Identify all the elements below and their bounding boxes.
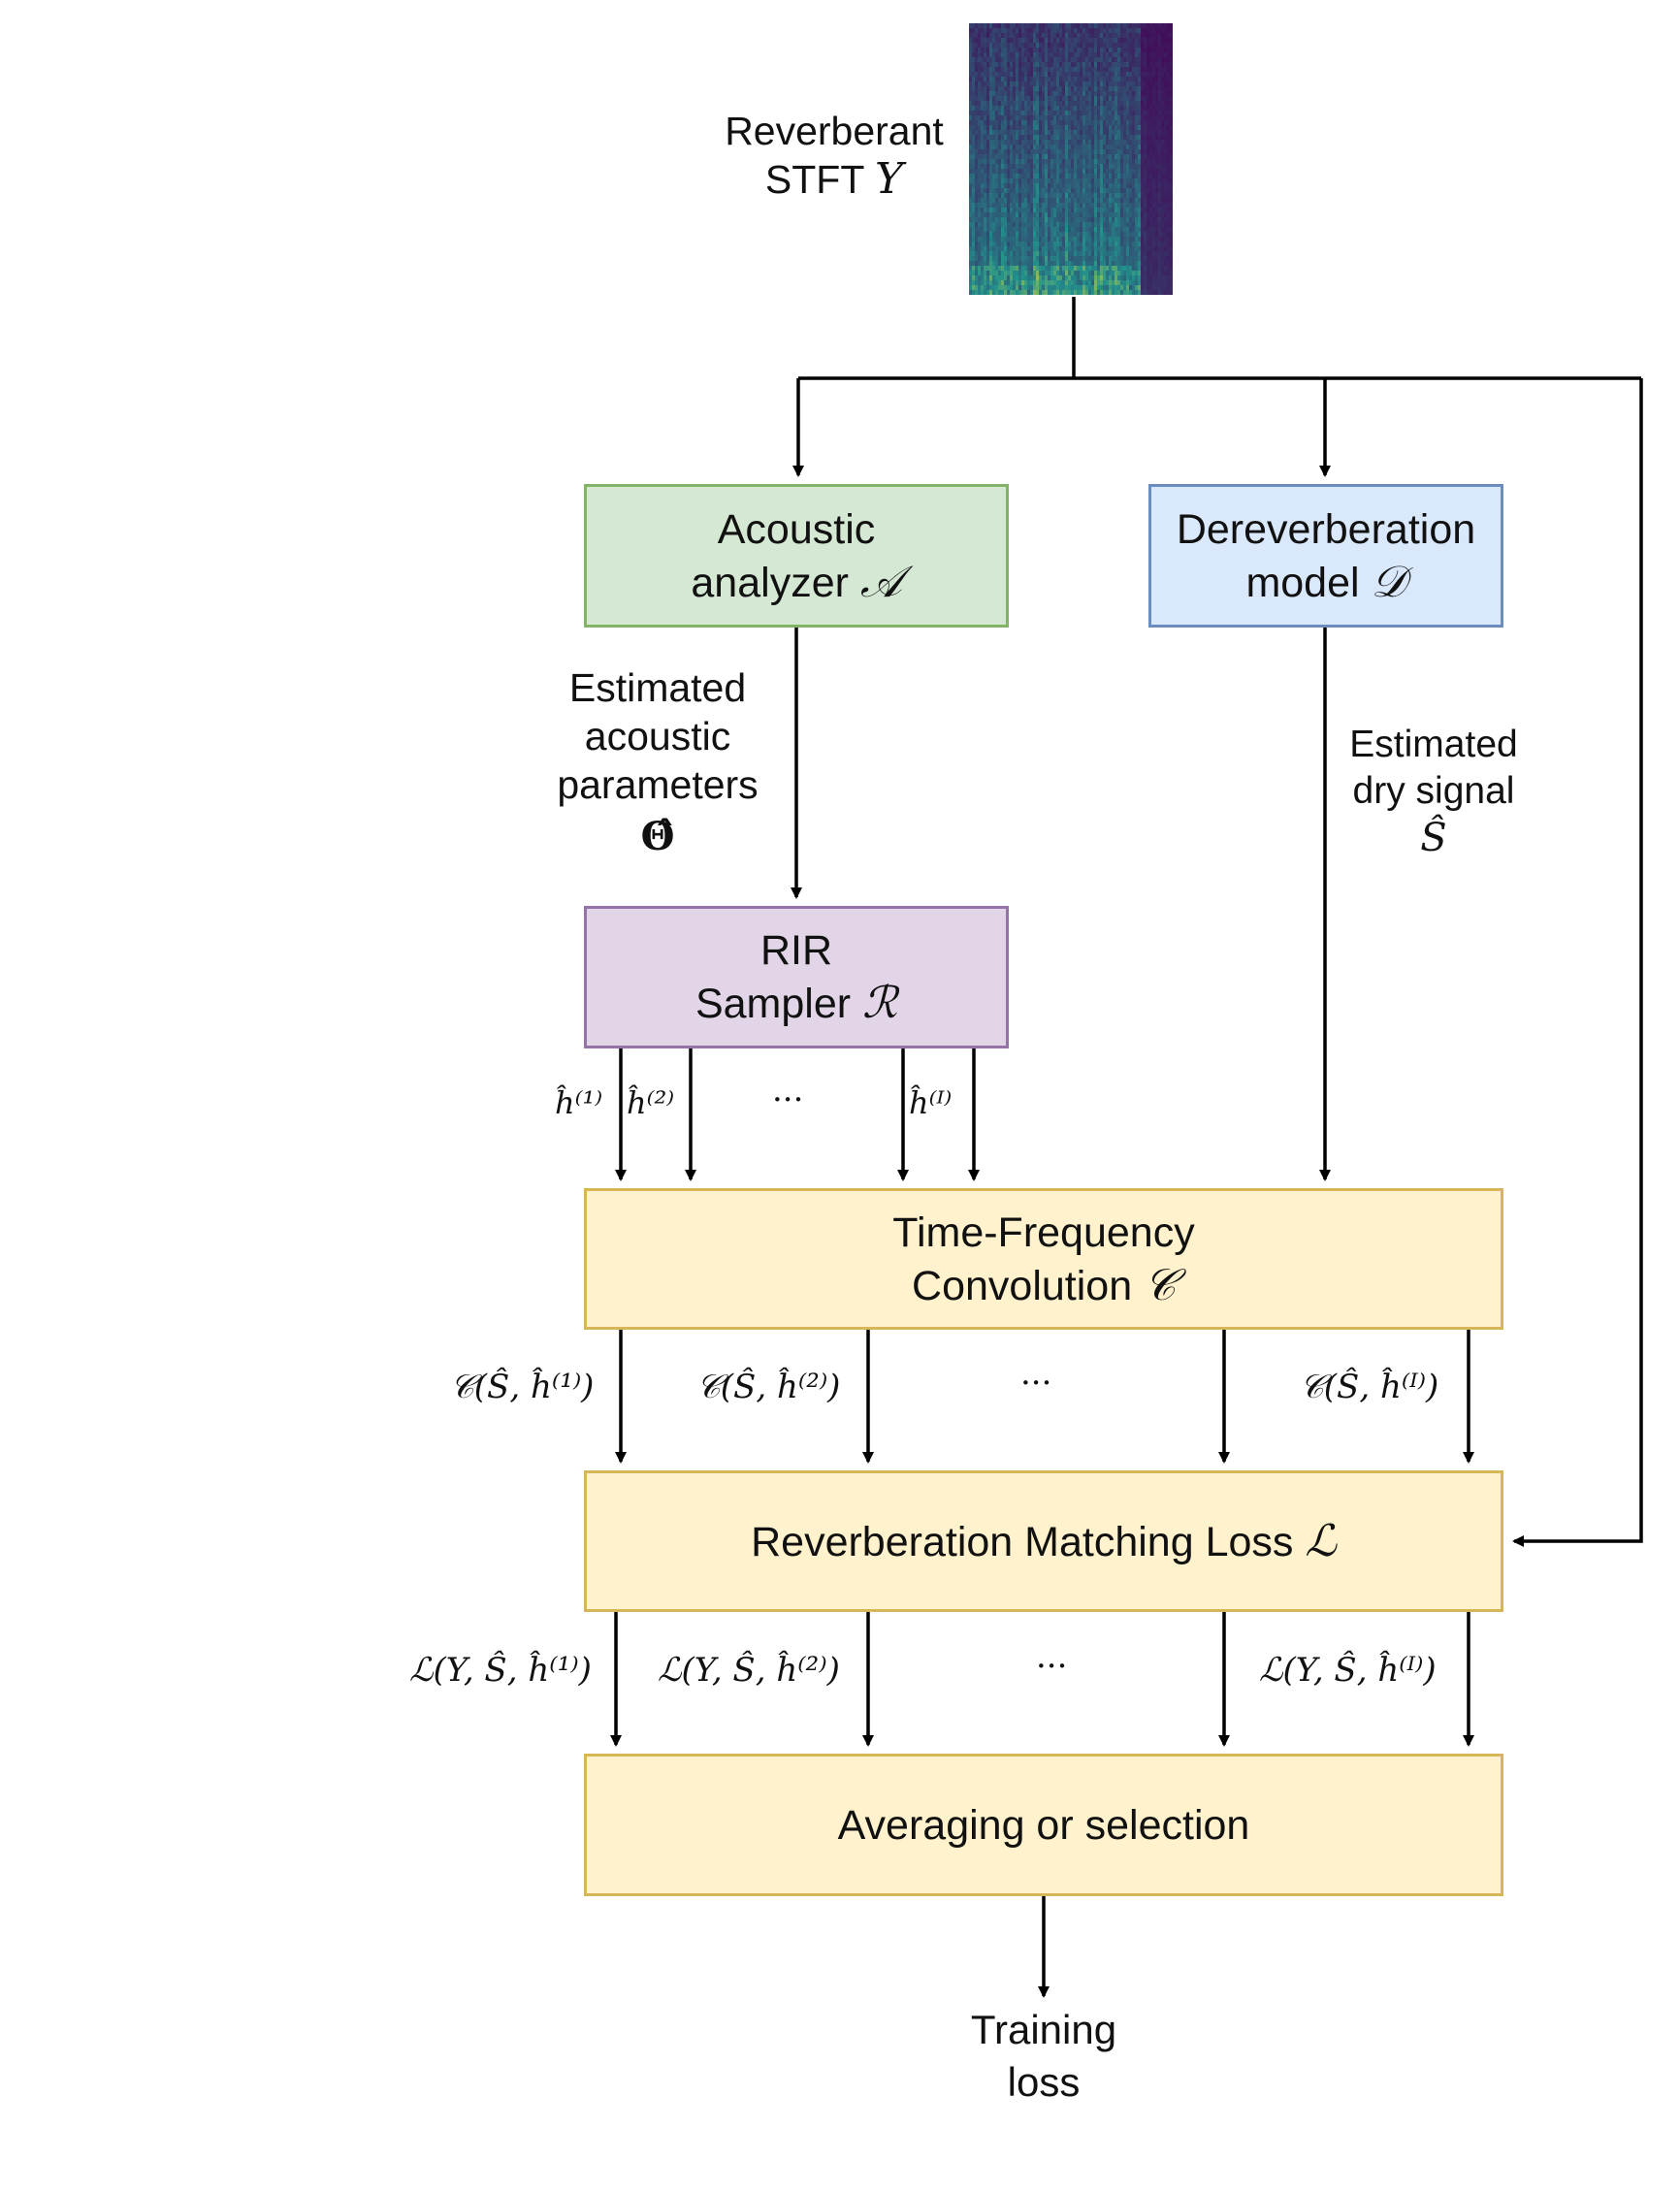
rir-sampler-line2: Sampler: [695, 981, 852, 1027]
loss-output-label-2: ℒ(Y, Ŝ, ĥ⁽²⁾): [658, 1651, 840, 1690]
training-loss-line1: Training: [970, 2007, 1117, 2052]
acoustic-analyzer-symbol: 𝒜: [859, 555, 902, 607]
conv-output-label-2: 𝒞(Ŝ, ĥ⁽²⁾): [696, 1368, 841, 1406]
estimated-dry-line1: Estimated: [1349, 724, 1518, 765]
acoustic-analyzer-line1: Acoustic: [717, 505, 876, 553]
convolution-line2: Convolution: [912, 1262, 1133, 1309]
acoustic-analyzer-box: Acoustic analyzer 𝒜: [584, 484, 1009, 628]
estimated-params-symbol: Θ̂: [640, 814, 675, 859]
matching-loss-symbol: ℒ: [1305, 1514, 1337, 1566]
rir-output-ellipsis: ···: [772, 1080, 804, 1119]
input-label: Reverberant STFT Y: [708, 107, 960, 204]
rir-sampler-line1: RIR: [759, 927, 833, 974]
dereverberation-model-box: Dereverberation model 𝒟: [1148, 484, 1503, 628]
arrow-to-loss-bypass: [1512, 378, 1643, 1547]
convolution-box: Time-Frequency Convolution 𝒞: [584, 1188, 1503, 1330]
averaging-box: Averaging or selection: [584, 1754, 1503, 1896]
loss-output-label-1: ℒ(Y, Ŝ, ĥ⁽¹⁾): [409, 1651, 592, 1690]
loss-output-ellipsis: ···: [1036, 1647, 1068, 1686]
rir-output-label-3: ĥ⁽ᴵ⁾: [909, 1084, 953, 1121]
convolution-symbol: 𝒞: [1144, 1258, 1176, 1310]
estimated-dry-symbol: Ŝ: [1420, 816, 1447, 860]
matching-loss-box: Reverberation Matching Loss ℒ: [584, 1470, 1503, 1612]
convolution-line1: Time-Frequency: [892, 1209, 1195, 1256]
input-label-line1: Reverberant: [725, 109, 944, 153]
rir-output-label-1: ĥ⁽¹⁾: [555, 1084, 603, 1121]
estimated-dry-label: Estimated dry signal Ŝ: [1317, 722, 1550, 861]
dereverberation-model-symbol: 𝒟: [1371, 555, 1406, 607]
training-loss-label: Training loss: [927, 2004, 1160, 2109]
estimated-params-line1: Estimated: [568, 665, 747, 710]
dereverberation-model-line2: model: [1245, 559, 1360, 606]
rir-sampler-symbol: ℛ: [862, 977, 898, 1028]
estimated-params-line2: acoustic: [584, 714, 731, 758]
input-label-symbol: Y: [875, 154, 904, 204]
input-label-line2: STFT: [764, 157, 864, 202]
rir-output-label-2: ĥ⁽²⁾: [627, 1084, 675, 1121]
spectrogram-image: [969, 23, 1173, 295]
averaging-line1: Averaging or selection: [837, 1801, 1250, 1849]
matching-loss-line1: Reverberation Matching Loss: [751, 1518, 1294, 1565]
estimated-params-line3: parameters: [557, 762, 759, 807]
loss-output-label-3: ℒ(Y, Ŝ, ĥ⁽ᴵ⁾): [1259, 1651, 1437, 1690]
training-loss-line2: loss: [1007, 2059, 1081, 2105]
dereverberation-model-line1: Dereverberation: [1176, 505, 1476, 553]
conv-output-label-3: 𝒞(Ŝ, ĥ⁽ᴵ⁾): [1300, 1368, 1439, 1406]
estimated-params-label: Estimated acoustic parameters Θ̂: [532, 663, 784, 861]
estimated-dry-line2: dry signal: [1352, 770, 1515, 812]
conv-output-label-1: 𝒞(Ŝ, ĥ⁽¹⁾): [450, 1368, 595, 1406]
rir-sampler-box: RIR Sampler ℛ: [584, 906, 1009, 1048]
acoustic-analyzer-line2: analyzer: [691, 559, 849, 606]
conv-output-ellipsis: ···: [1020, 1364, 1052, 1402]
